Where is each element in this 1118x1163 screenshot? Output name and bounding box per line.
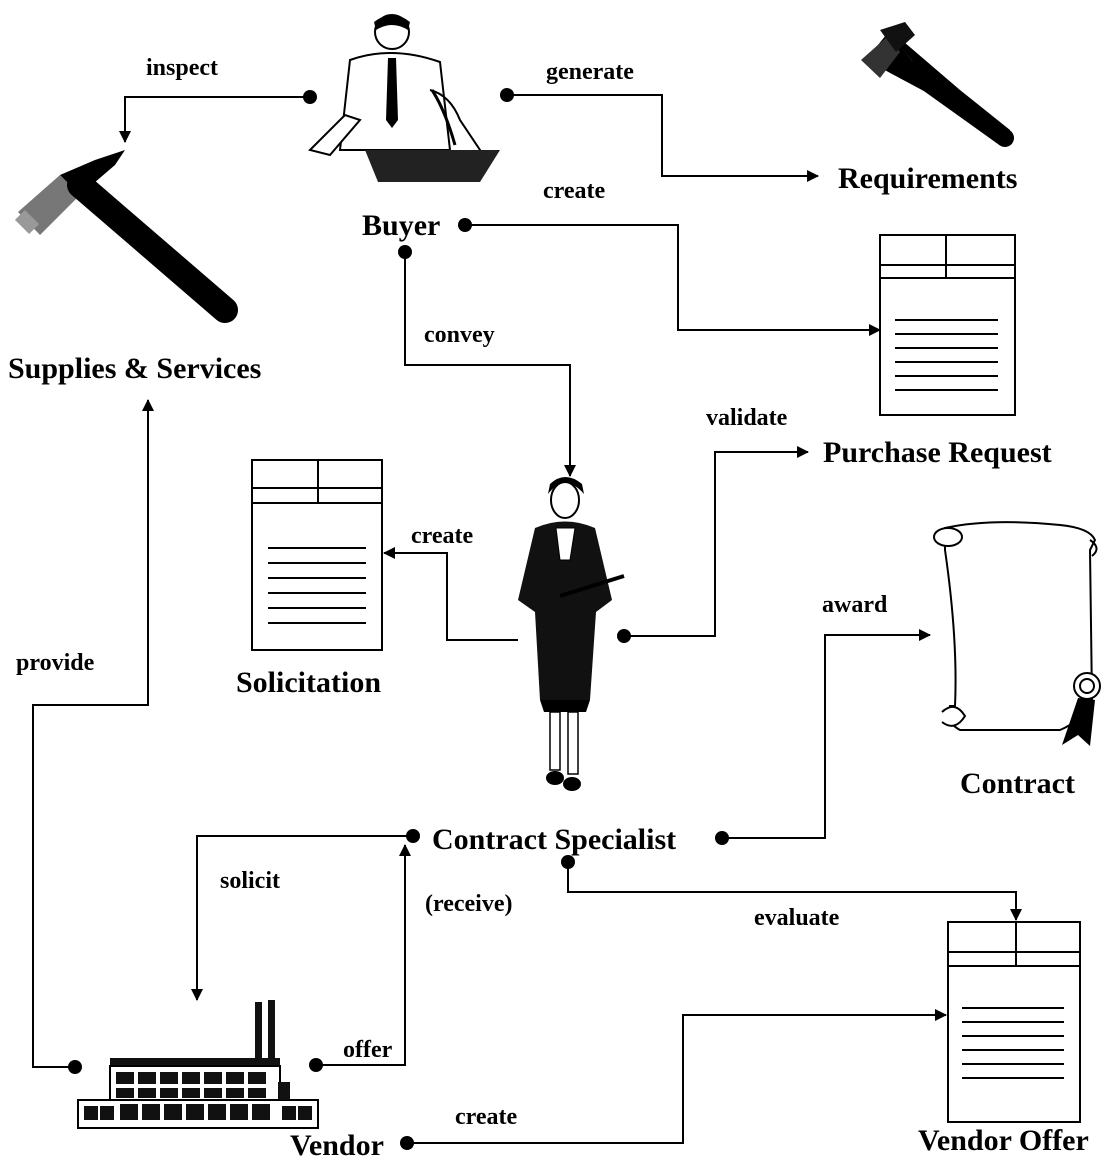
factory-icon (77, 1000, 319, 1129)
edge-label-solicit: solicit (220, 868, 280, 894)
purchase-request-form-icon (879, 234, 1016, 416)
hammer-icon-large (14, 150, 238, 323)
node-supplies-services: Supplies & Services (8, 352, 261, 385)
edge-validate-line (624, 446, 809, 637)
edge-award-origin-dot (715, 831, 729, 845)
edge-label-validate: validate (706, 405, 788, 431)
edge-evaluate-origin-dot (561, 855, 575, 869)
edge-label-provide: provide (16, 650, 95, 676)
edge-label-create-pr: create (543, 178, 606, 204)
edge-offer-origin-dot (309, 1058, 323, 1072)
node-contract: Contract (960, 767, 1075, 800)
edge-convey-origin-dot (398, 245, 412, 259)
solicitation-form-icon (251, 459, 383, 651)
node-buyer: Buyer (362, 209, 440, 242)
node-purchase-request: Purchase Request (823, 436, 1052, 469)
edge-solicit-line (191, 835, 413, 1001)
node-solicitation: Solicitation (236, 666, 381, 699)
edge-solicit-origin-dot (406, 829, 420, 843)
edge-validate-origin-dot (617, 629, 631, 643)
edge-label-offer: offer (343, 1037, 393, 1063)
edge-inspect-origin-dot (303, 90, 317, 104)
edge-create-offer-origin-dot (400, 1136, 414, 1150)
edge-offer-line (316, 844, 411, 1066)
edge-label-inspect: inspect (146, 55, 218, 81)
connectors (32, 88, 1022, 1150)
edge-provide-line (32, 399, 154, 1068)
node-requirements: Requirements (838, 162, 1017, 195)
edge-label-receive: (receive) (425, 891, 512, 917)
hammer-icon-small (861, 22, 1014, 147)
edge-convey-line (404, 252, 576, 477)
edge-create-solicitation-line (383, 547, 518, 641)
edge-inspect-line (119, 96, 310, 143)
edge-label-convey: convey (424, 322, 495, 348)
edge-award-line (722, 629, 931, 839)
edge-label-create-offer: create (455, 1104, 518, 1130)
edge-generate-line (507, 94, 819, 182)
edge-provide-origin-dot (68, 1060, 82, 1074)
node-vendor: Vendor (290, 1129, 384, 1162)
woman-figure-icon (518, 477, 625, 791)
edge-label-evaluate: evaluate (754, 905, 840, 931)
edge-create-pr-origin-dot (458, 218, 472, 232)
edge-label-award: award (822, 592, 888, 618)
edge-label-create-solicitation: create (411, 523, 474, 549)
vendor-offer-form-icon (947, 921, 1081, 1123)
edge-create-pr-line (465, 224, 881, 336)
contract-scroll-icon (933, 521, 1101, 746)
edge-generate-origin-dot (500, 88, 514, 102)
buyer-figure-icon (308, 14, 500, 182)
edge-create-offer-line (407, 1009, 947, 1144)
node-contract-specialist: Contract Specialist (432, 823, 676, 856)
edge-label-generate: generate (546, 59, 634, 85)
edge-evaluate-line (567, 862, 1022, 921)
node-vendor-offer: Vendor Offer (918, 1124, 1089, 1157)
